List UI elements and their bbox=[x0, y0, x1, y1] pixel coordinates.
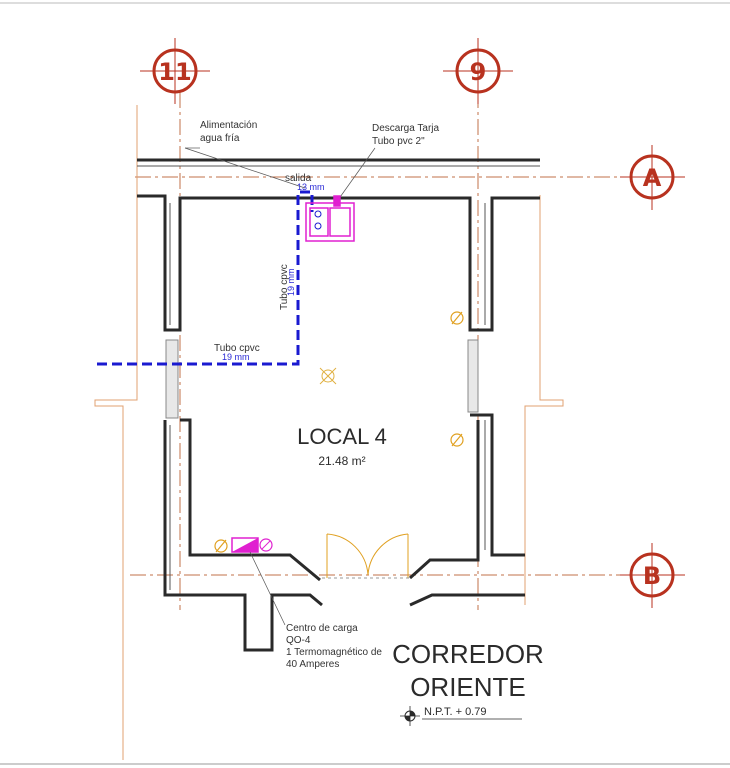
note-descarga-1: Descarga Tarja bbox=[372, 123, 440, 134]
window-hatch bbox=[165, 339, 479, 419]
leader-centro-carga bbox=[249, 551, 286, 626]
axis-bubble-a: A bbox=[620, 145, 685, 210]
note-salida: salida bbox=[285, 173, 312, 184]
grid-lines bbox=[130, 92, 630, 610]
load-center-icon bbox=[231, 537, 273, 553]
note-alimentacion-2: agua fría bbox=[200, 133, 240, 144]
note-centro-2: QO-4 bbox=[286, 635, 311, 646]
note-centro-1: Centro de carga bbox=[286, 623, 358, 634]
note-tubo-horizontal: Tubo cpvc bbox=[214, 343, 260, 354]
valve-icon bbox=[314, 210, 322, 218]
axis-bubble-b: B bbox=[620, 543, 685, 608]
note-tubo-vertical-dim: 19 mm bbox=[286, 268, 296, 296]
walls bbox=[137, 158, 540, 652]
leader-alimentacion-2 bbox=[184, 147, 306, 189]
note-alimentacion-1: Alimentación bbox=[200, 120, 257, 131]
note-descarga-2: Tubo pvc 2" bbox=[372, 136, 425, 147]
axis-label-9: 9 bbox=[470, 58, 487, 86]
corridor-line-2: ORIENTE bbox=[410, 672, 526, 702]
ceiling-light-icon bbox=[319, 367, 337, 385]
sink-fixture bbox=[305, 195, 355, 242]
outer-outline bbox=[94, 105, 564, 760]
note-tubo-vertical: Tubo cpvc bbox=[279, 264, 290, 310]
note-centro-3: 1 Termomagnético de bbox=[286, 647, 382, 658]
cold-water-pipe bbox=[97, 190, 314, 366]
level-marker-icon bbox=[400, 706, 522, 726]
axis-bubble-11: 11 bbox=[140, 38, 210, 104]
note-centro-4: 40 Amperes bbox=[286, 659, 339, 670]
axis-label-b: B bbox=[643, 562, 661, 590]
axis-label-11: 11 bbox=[158, 58, 191, 86]
valve-icon bbox=[314, 222, 322, 230]
axis-label-a: A bbox=[643, 164, 662, 192]
double-door bbox=[322, 533, 412, 579]
leader-descarga bbox=[337, 147, 376, 201]
outlet-icon bbox=[450, 433, 464, 447]
room-area: 21.48 m² bbox=[318, 454, 365, 468]
axis-bubble-9: 9 bbox=[443, 38, 513, 104]
room-name: LOCAL 4 bbox=[297, 424, 387, 449]
note-salida-dim: 13 mm bbox=[297, 182, 325, 192]
corridor-line-1: CORREDOR bbox=[392, 639, 544, 669]
wall-thin-lines bbox=[137, 165, 540, 590]
note-tubo-horizontal-dim: 19 mm bbox=[222, 352, 250, 362]
outlet-icon bbox=[214, 539, 228, 553]
level-text: N.P.T. + 0.79 bbox=[424, 706, 486, 718]
outlet-icon bbox=[450, 311, 464, 325]
